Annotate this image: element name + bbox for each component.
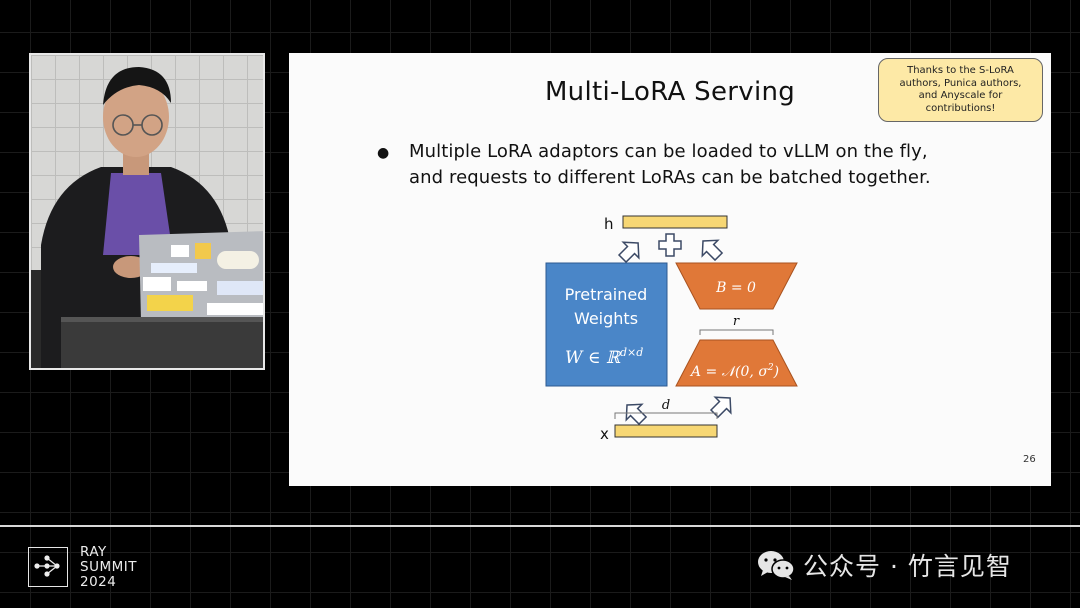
- event-line: RAY: [80, 544, 107, 560]
- acknowledgement-line: and Anyscale for: [918, 90, 1003, 101]
- slide-page-number: 26: [1023, 454, 1036, 465]
- rank-label: r: [733, 314, 740, 329]
- slide-title: Multi-LoRA Serving: [544, 77, 796, 107]
- output-vector: [622, 215, 728, 229]
- bullet-text-line: and requests to different LoRAs can be b…: [409, 167, 931, 188]
- weights-label: Weights: [574, 309, 638, 328]
- wechat-icon: [758, 551, 795, 580]
- event-name: RAY SUMMIT 2024: [80, 545, 137, 590]
- watermark: 公众号 · 竹言见智: [757, 547, 1012, 583]
- matrix-a-block: [675, 339, 798, 387]
- plus-icon: [658, 233, 682, 257]
- matrix-b-label: B = 0: [715, 280, 756, 296]
- matrix-b-block: [675, 262, 798, 310]
- matrix-a-label: A = 𝒩(0, σ2): [689, 363, 779, 380]
- presentation-slide: Multi-LoRA Serving Thanks to the S-LoRA …: [289, 53, 1051, 486]
- acknowledgement-line: Thanks to the S-LoRA: [907, 65, 1014, 76]
- footer-divider: [0, 525, 1080, 527]
- arrow-up-right-icon: [701, 239, 724, 262]
- bullet-text-line: Multiple LoRA adaptors can be loaded to …: [409, 141, 928, 162]
- acknowledgement-box: Thanks to the S-LoRA authors, Punica aut…: [878, 58, 1043, 122]
- speaker-video: [29, 53, 265, 370]
- weights-formula: W ∈ ℝd×d: [565, 346, 643, 368]
- arrow-up-right-icon: [625, 403, 648, 426]
- arrow-up-left-icon: [617, 241, 640, 264]
- acknowledgement-line: authors, Punica authors,: [899, 77, 1022, 89]
- pretrained-label: Pretrained: [565, 285, 648, 304]
- rank-bracket: [699, 329, 774, 335]
- dimension-label: d: [662, 398, 670, 413]
- arrow-up-left-icon: [709, 396, 732, 419]
- event-line: SUMMIT: [80, 559, 137, 575]
- input-label: x: [600, 425, 609, 443]
- lora-diagram: h Pretrained Weights W ∈ ℝd×d B = 0 r A …: [545, 215, 798, 443]
- output-label: h: [604, 215, 614, 233]
- ray-summit-logo-icon: [28, 547, 68, 587]
- dimension-bracket: [614, 412, 718, 419]
- pretrained-weights-block: [545, 262, 668, 387]
- input-vector: [614, 424, 718, 438]
- watermark-text: 公众号 · 竹言见智: [803, 552, 1012, 581]
- speaker-figure: [31, 67, 263, 368]
- acknowledgement-line: contributions!: [925, 102, 996, 114]
- event-line: 2024: [80, 574, 117, 590]
- bullet-point-icon: ●: [377, 145, 390, 161]
